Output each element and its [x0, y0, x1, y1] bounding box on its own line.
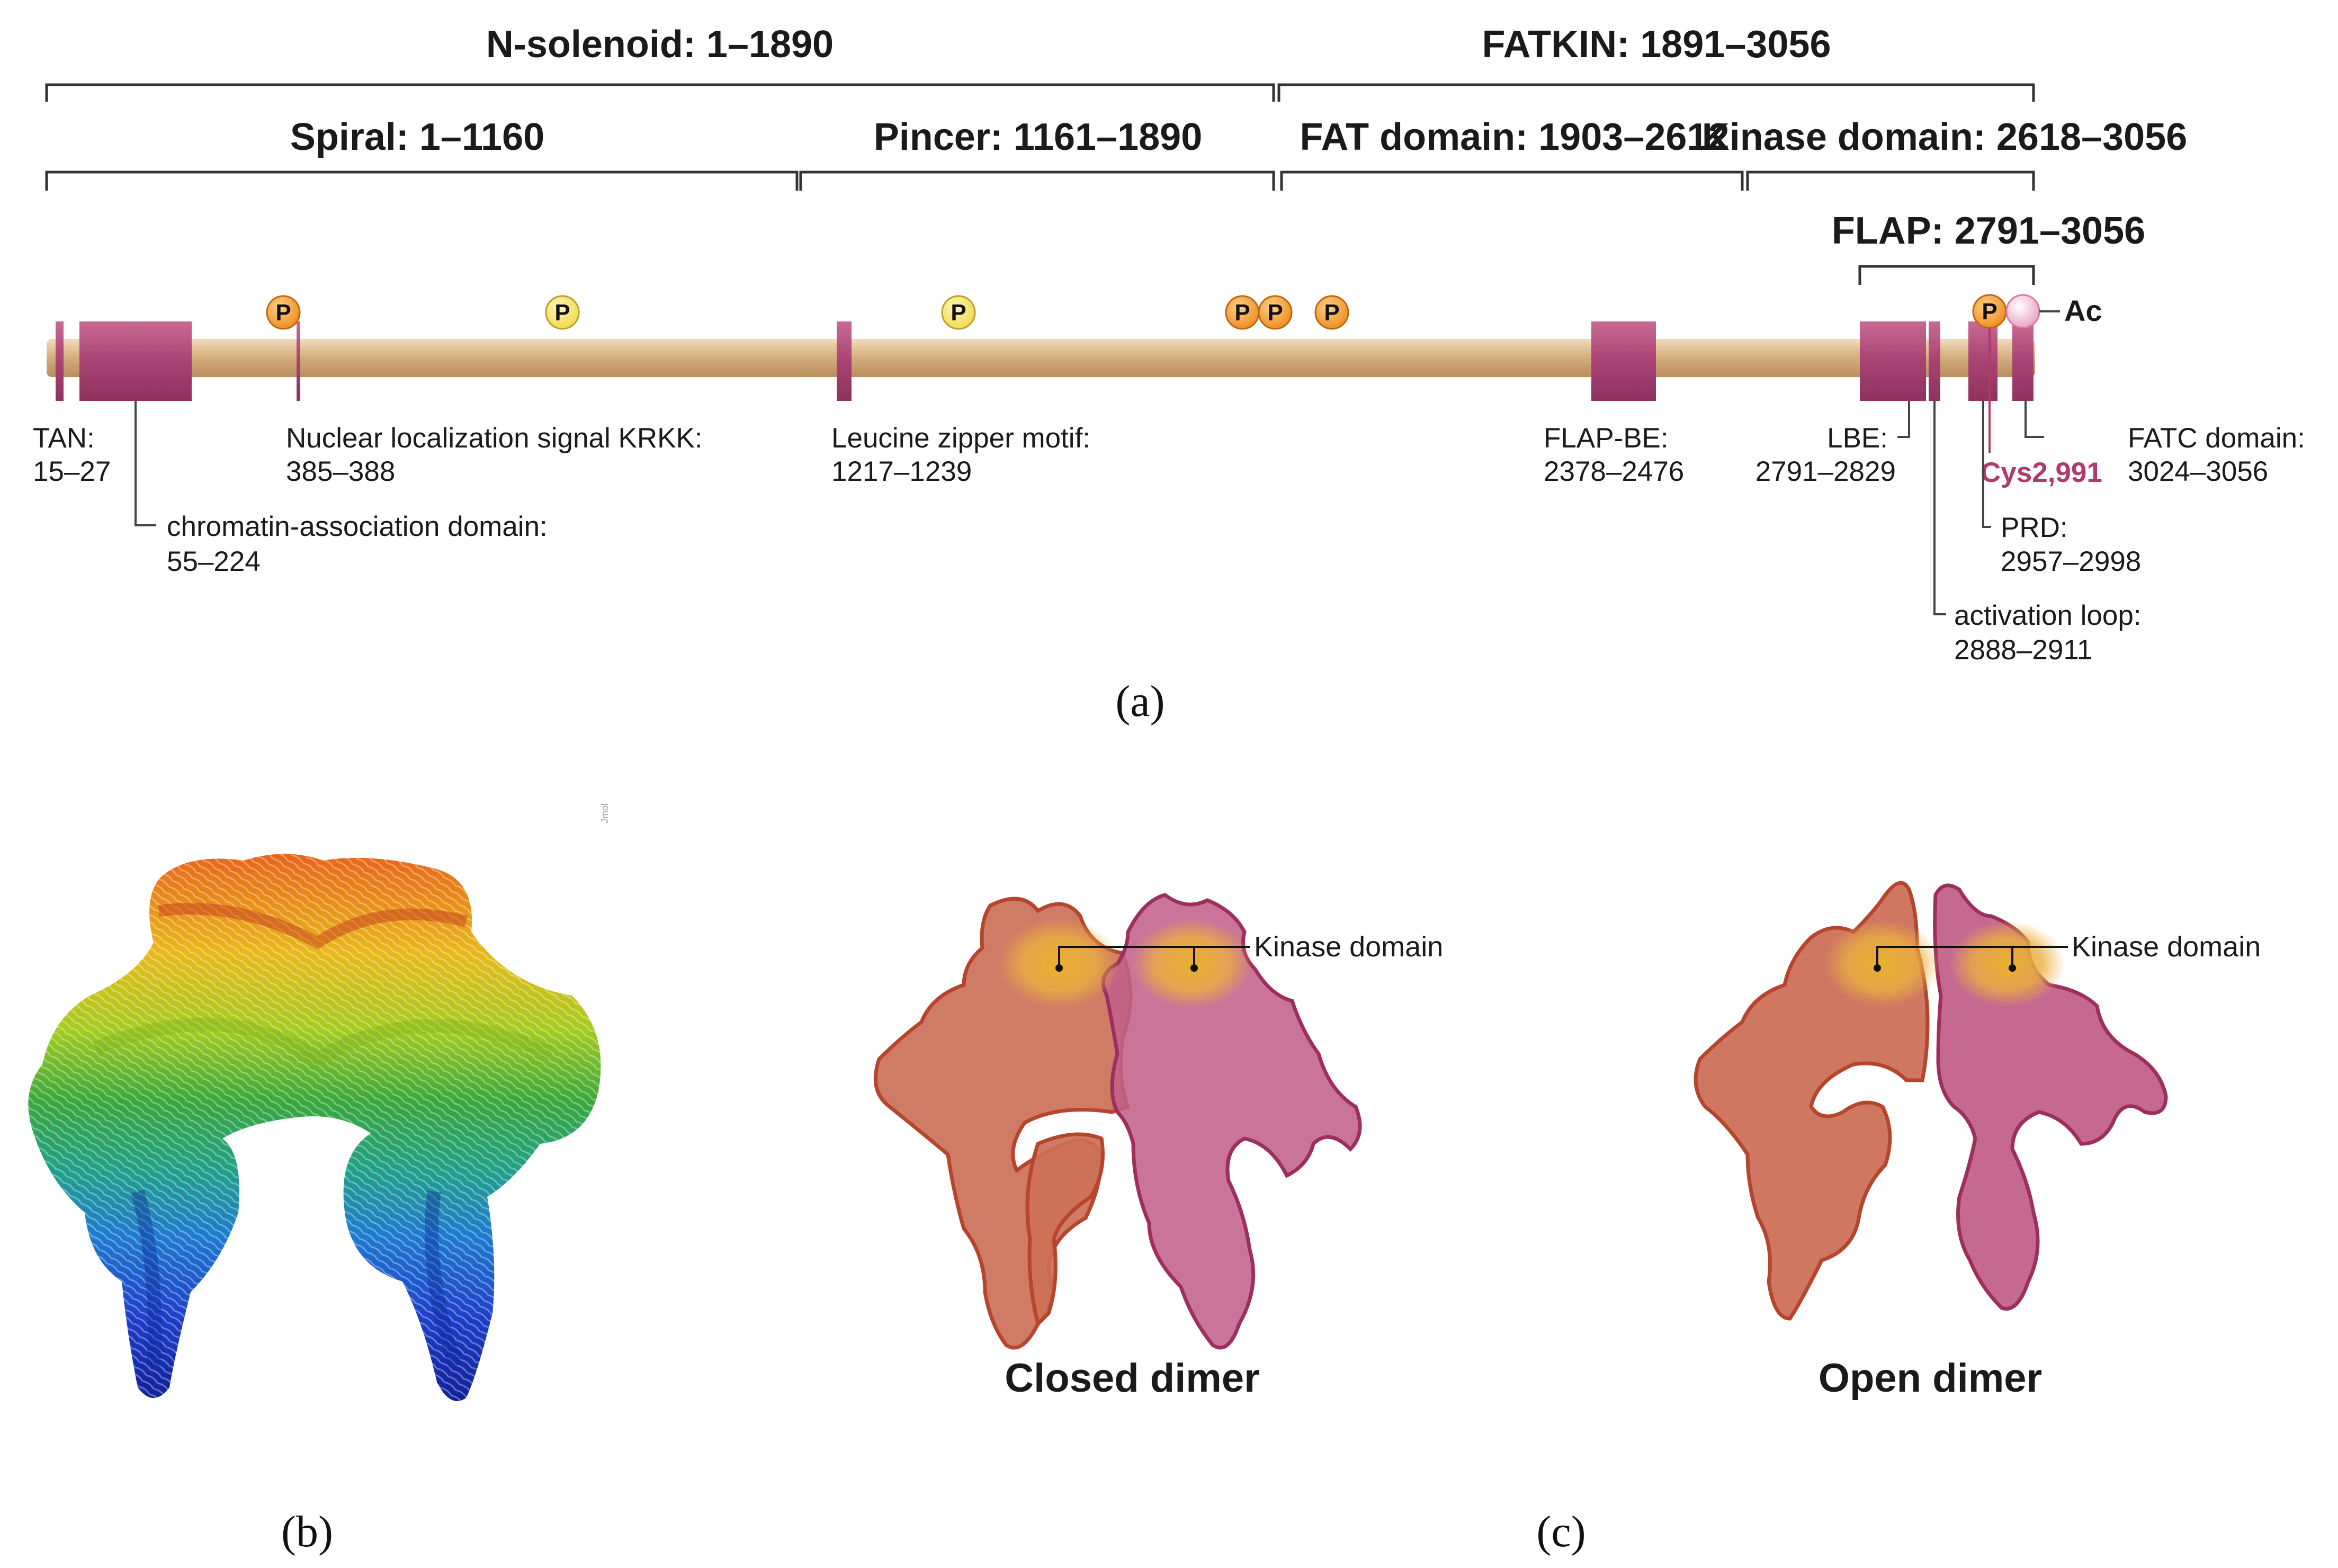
closed-kinase-callout: Kinase domain — [1055, 931, 1443, 972]
open-kinase-callout: Kinase domain — [1874, 931, 2261, 972]
open-dimer-title: Open dimer — [1819, 1356, 2042, 1401]
prd-name: PRD: — [2001, 512, 2068, 543]
fat-domain-label: FAT domain: 1903–2612 — [1300, 116, 1729, 158]
bracket-kinase-domain: Kinase domain: 2618–3056 — [1702, 116, 2188, 191]
feature-flap-be: FLAP-BE: 2378–2476 — [1544, 423, 1684, 487]
phospho-sites: P P P P P P P — [266, 294, 2007, 330]
fatc-name: FATC domain: — [2128, 423, 2305, 454]
svg-text:P: P — [1324, 300, 1339, 326]
bracket-fat-domain: FAT domain: 1903–2612 — [1280, 116, 1744, 191]
closed-dimer: Kinase domain Closed dimer — [873, 893, 1443, 1401]
nls-box — [297, 321, 300, 401]
phospho-site: P — [1972, 294, 2007, 329]
panel-c-dimers: Kinase domain Closed dimer Kinase domain… — [873, 881, 2261, 1556]
lbe-box — [1860, 321, 1926, 401]
closed-kinase-label: Kinase domain — [1254, 931, 1443, 963]
open-kinase-label: Kinase domain — [2072, 931, 2261, 963]
pincer-label: Pincer: 1161–1890 — [874, 116, 1203, 158]
protein-ribbon-structure — [28, 854, 601, 1401]
phospho-site: P — [1258, 295, 1293, 330]
flapbe-name: FLAP-BE: — [1544, 423, 1669, 454]
bracket-pincer: Pincer: 1161–1890 — [799, 116, 1275, 191]
panel-b-structure: Jmol (b) — [28, 803, 610, 1556]
phospho-site: P — [545, 295, 580, 330]
jmol-watermark: Jmol — [599, 803, 610, 823]
svg-text:P: P — [1267, 300, 1283, 326]
cys-label: Cys2,991 — [1981, 457, 2102, 488]
phospho-site: P — [941, 295, 976, 330]
svg-text:P: P — [1982, 299, 1997, 325]
open-left-kinase-glow — [1824, 920, 1941, 1007]
feature-lbe: LBE: 2791–2829 — [1755, 401, 1910, 487]
phospho-site: P — [1314, 295, 1349, 330]
tan-domain-box — [56, 321, 64, 401]
leucine-range: 1217–1239 — [831, 456, 972, 487]
spiral-label: Spiral: 1–1160 — [290, 116, 544, 158]
bracket-spiral: Spiral: 1–1160 — [45, 116, 799, 191]
prd-box — [1968, 321, 1997, 401]
leucine-name: Leucine zipper motif: — [831, 423, 1090, 454]
bracket-n-solenoid: N-solenoid: 1–1890 — [45, 23, 1275, 102]
lbe-range: 2791–2829 — [1755, 456, 1896, 487]
fatkin-label: FATKIN: 1891–3056 — [1482, 23, 1831, 66]
lbe-name: LBE: — [1827, 423, 1888, 454]
prd-range: 2957–2998 — [2001, 546, 2141, 577]
bracket-fatkin: FATKIN: 1891–3056 — [1277, 23, 2035, 102]
feature-chromatin: chromatin-association domain: 55–224 — [135, 401, 548, 577]
svg-text:P: P — [275, 300, 291, 326]
leucine-zipper-box — [837, 321, 852, 401]
activation-range: 2888–2911 — [1954, 634, 2092, 666]
acetyl-label: Ac — [2064, 294, 2102, 327]
closed-left-lower-lobe — [1025, 1132, 1105, 1328]
open-right-kinase-glow — [1949, 920, 2065, 1007]
feature-leucine-zipper: Leucine zipper motif: 1217–1239 — [831, 423, 1090, 487]
protein-backbone — [47, 339, 2035, 377]
svg-text:P: P — [1234, 300, 1250, 326]
panel-label-c: (c) — [1536, 1507, 1585, 1556]
acetylation-site: Ac — [2005, 294, 2102, 329]
nls-range: 385–388 — [286, 456, 395, 487]
phospho-site: P — [266, 295, 301, 330]
nls-name: Nuclear localization signal KRKK: — [286, 423, 703, 454]
panel-label-b: (b) — [281, 1507, 333, 1556]
n-solenoid-label: N-solenoid: 1–1890 — [486, 23, 834, 66]
panel-a-domain-map: N-solenoid: 1–1890 FATKIN: 1891–3056 Spi… — [33, 23, 2305, 726]
open-dimer: Kinase domain Open dimer — [1694, 881, 2261, 1401]
closed-right-monomer — [1101, 893, 1362, 1350]
activation-loop-box — [1929, 321, 1940, 401]
chromatin-range: 55–224 — [167, 546, 261, 577]
svg-text:P: P — [951, 300, 966, 326]
feature-fatc: FATC domain: 3024–3056 — [2025, 401, 2305, 487]
feature-prd: PRD: 2957–2998 — [1982, 401, 2141, 577]
closed-dimer-title: Closed dimer — [1005, 1356, 1259, 1401]
chromatin-name: chromatin-association domain: — [167, 511, 548, 542]
fatc-box — [2012, 321, 2034, 401]
tan-range: 15–27 — [33, 456, 111, 487]
chromatin-domain-box — [79, 321, 192, 401]
bracket-flap: FLAP: 2791–3056 — [1832, 210, 2145, 285]
closed-right-kinase-glow — [1131, 919, 1252, 1009]
feature-nls: Nuclear localization signal KRKK: 385–38… — [286, 423, 703, 487]
activation-name: activation loop: — [1954, 600, 2142, 631]
tan-name: TAN: — [33, 423, 95, 454]
svg-text:P: P — [554, 300, 570, 326]
feature-tan: TAN: 15–27 — [33, 423, 111, 487]
fatc-range: 3024–3056 — [2128, 456, 2268, 487]
kinase-domain-label: Kinase domain: 2618–3056 — [1702, 116, 2188, 158]
panel-label-a: (a) — [1115, 677, 1164, 726]
domain-boxes — [56, 321, 2034, 401]
flapbe-range: 2378–2476 — [1544, 456, 1684, 487]
flap-label: FLAP: 2791–3056 — [1832, 210, 2145, 252]
flap-be-box — [1591, 321, 1656, 401]
feature-cys: Cys2,991 — [1981, 328, 2102, 488]
phospho-site: P — [1225, 295, 1260, 330]
feature-activation-loop: activation loop: 2888–2911 — [1933, 401, 2142, 666]
